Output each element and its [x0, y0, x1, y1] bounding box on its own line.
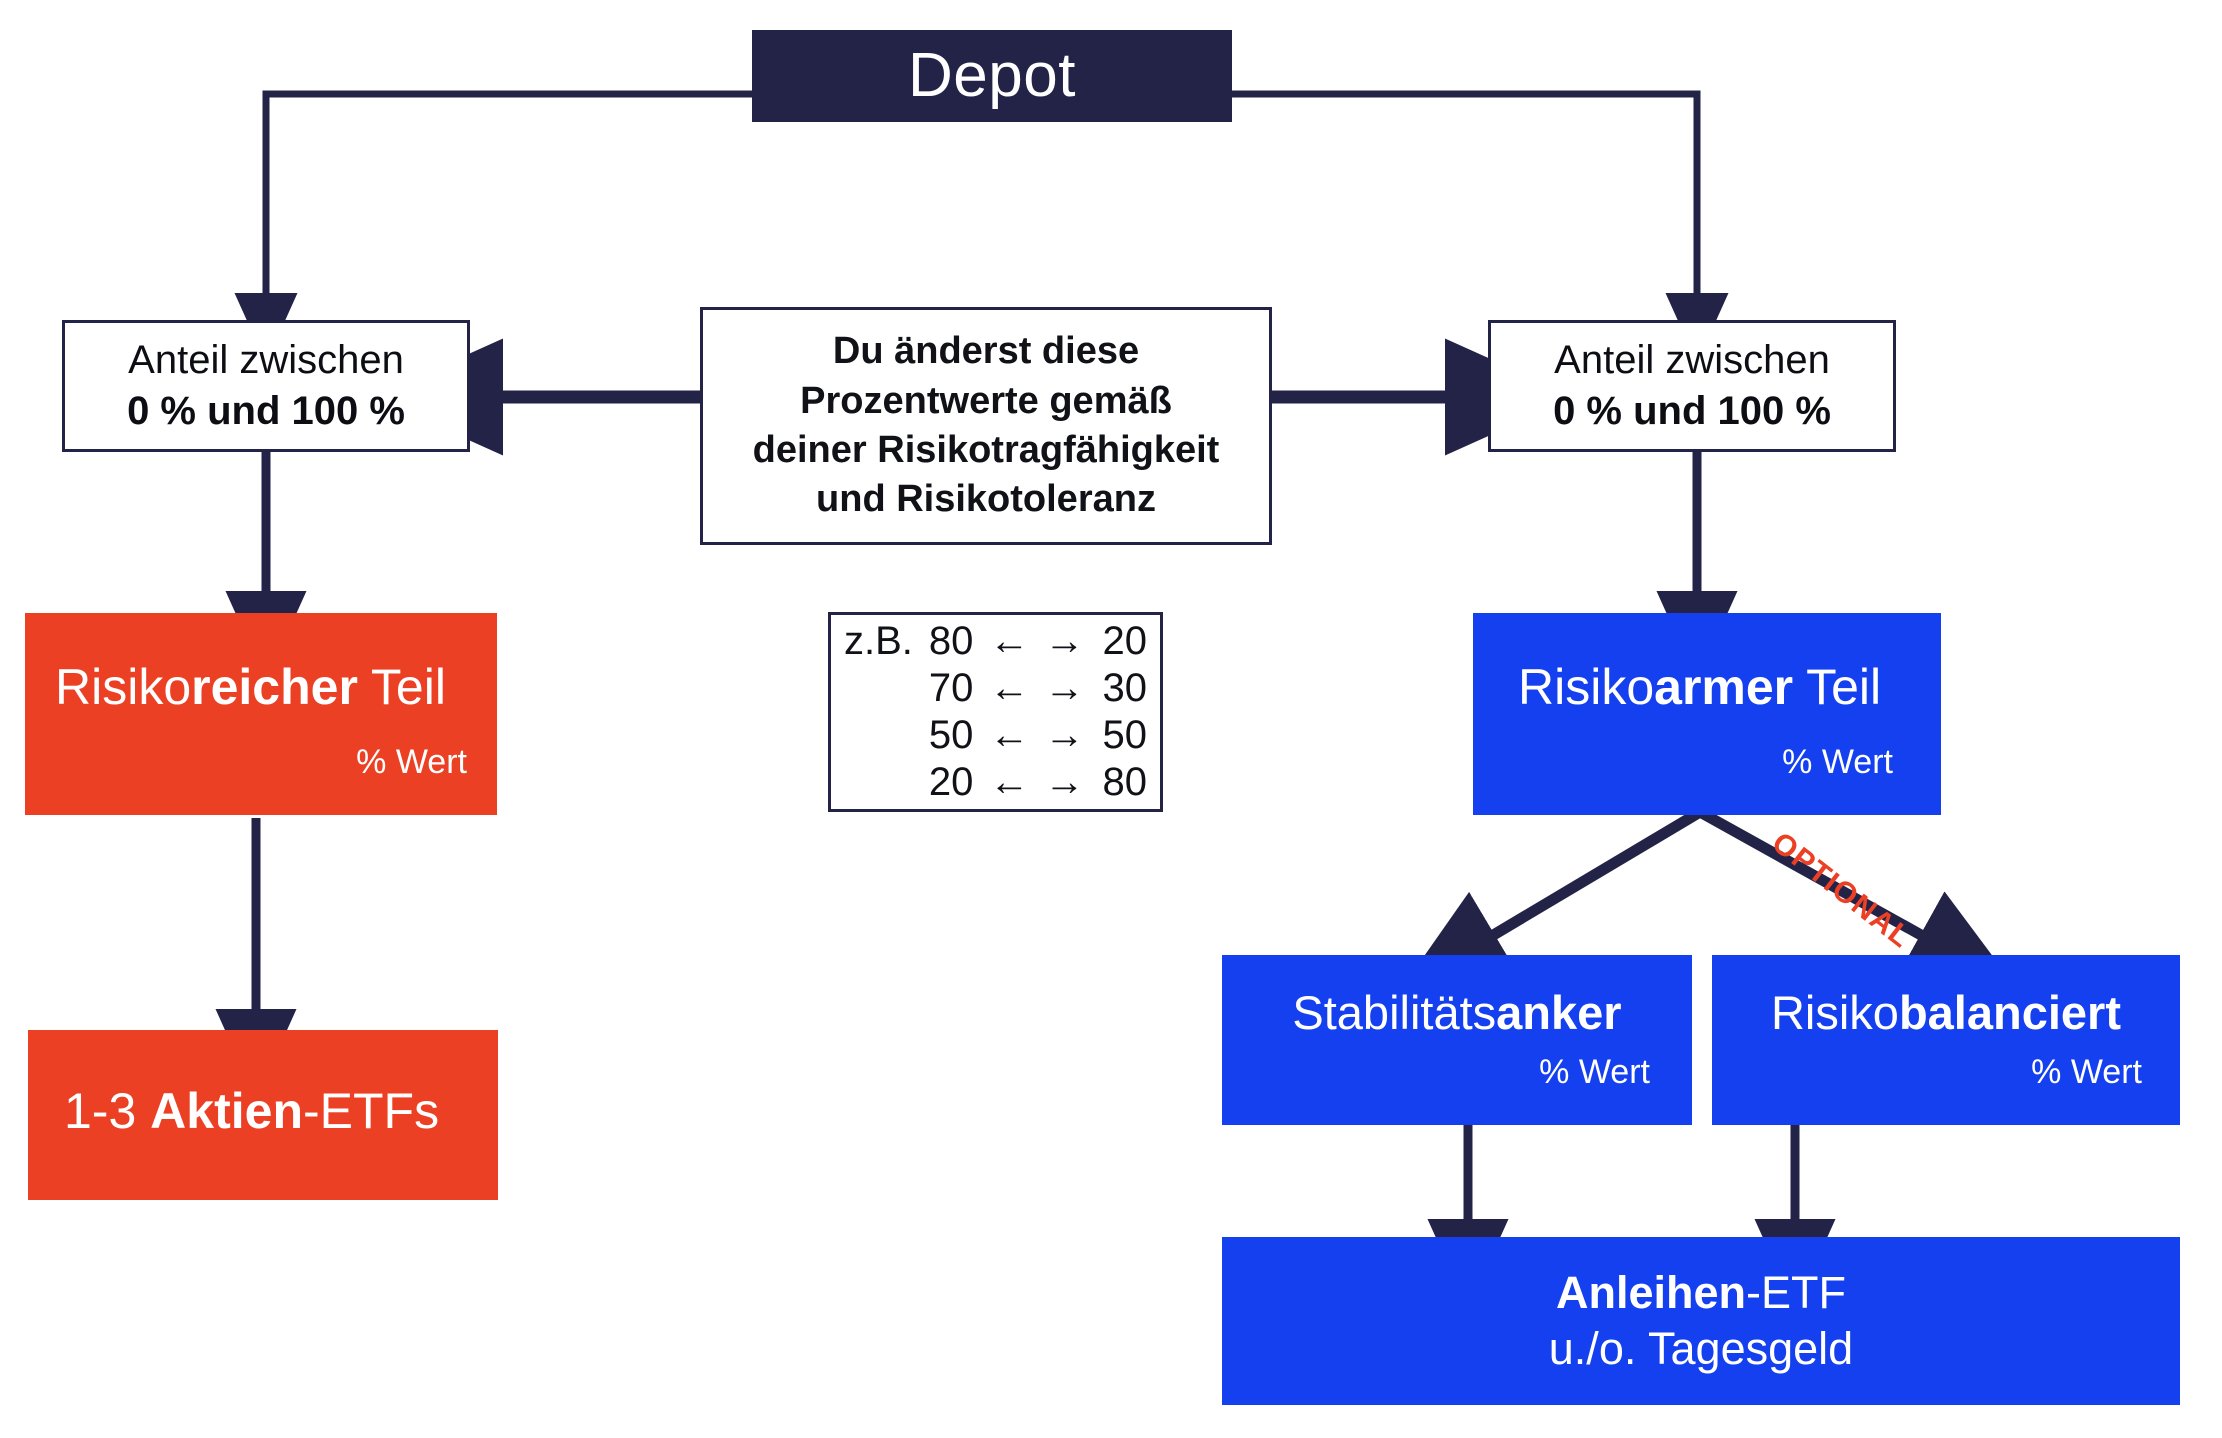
- examples-row-3-right: 80: [1102, 760, 1148, 804]
- safe-label-prefix: Risiko: [1518, 659, 1655, 715]
- bonds-line-1: Anleihen-ETF: [1556, 1265, 1846, 1321]
- arrow-left-icon: ←: [989, 713, 1032, 757]
- share-left-line1: Anteil zwischen: [128, 337, 404, 382]
- risky-part-label: Risikoreicher Teil: [55, 661, 446, 714]
- equities-suffix: -ETFs: [302, 1083, 440, 1139]
- risky-part-value: % Wert: [356, 743, 467, 781]
- node-equities[interactable]: 1-3 Aktien-ETFs: [28, 1030, 498, 1200]
- node-risk-balanced[interactable]: Risikobalanciert % Wert: [1712, 955, 2180, 1125]
- risky-label-prefix: Risiko: [55, 659, 192, 715]
- examples-grid: z.B. 80 ← → 20 70 ← → 30 50 ← → 50 20 ← …: [844, 619, 1147, 805]
- arrow-left-icon: ←: [989, 666, 1032, 710]
- arrow-left-icon: ←: [989, 619, 1032, 663]
- arrow-left-icon: ←: [989, 760, 1032, 804]
- examples-row-0-arrows: ← →: [989, 619, 1086, 664]
- wire-depot-to-left: [234, 90, 755, 363]
- examples-row-3-arrows: ← →: [989, 760, 1086, 805]
- equities-bold: Aktien: [150, 1083, 303, 1139]
- optional-badge: OPTIONAL: [1765, 826, 1918, 955]
- examples-row-2-right: 50: [1102, 713, 1148, 757]
- node-share-right[interactable]: Anteil zwischen 0 % und 100 %: [1488, 320, 1896, 452]
- examples-row-0-left: 80: [928, 619, 974, 663]
- anchor-label-prefix: Stabilitäts: [1292, 986, 1497, 1039]
- bonds-line1-bold: Anleihen: [1555, 1266, 1747, 1318]
- node-stability-anchor[interactable]: Stabilitätsanker % Wert: [1222, 955, 1692, 1125]
- safe-label-bold: armer: [1654, 659, 1794, 715]
- balanced-label-prefix: Risiko: [1770, 986, 1899, 1039]
- balanced-label: Risikobalanciert: [1712, 988, 2180, 1037]
- anchor-value: % Wert: [1539, 1053, 1650, 1091]
- arrow-right-icon: →: [1044, 666, 1087, 710]
- note-line-3: deiner Risikotragfähigkeit: [752, 429, 1220, 471]
- safe-part-label: Risikoarmer Teil: [1518, 661, 1881, 714]
- arrow-right-icon: →: [1044, 713, 1087, 757]
- node-examples[interactable]: z.B. 80 ← → 20 70 ← → 30 50 ← → 50 20 ← …: [828, 612, 1163, 812]
- share-right-line2: 0 % und 100 %: [1553, 389, 1831, 433]
- balanced-value: % Wert: [2031, 1053, 2142, 1091]
- node-bonds[interactable]: Anleihen-ETF u./o. Tagesgeld: [1222, 1237, 2180, 1405]
- equities-label: 1-3 Aktien-ETFs: [64, 1085, 439, 1138]
- arrow-right-icon: →: [1044, 619, 1087, 663]
- wire-safe-to-anchor: [1399, 807, 1703, 991]
- examples-row-3-left: 20: [928, 760, 974, 804]
- node-share-left[interactable]: Anteil zwischen 0 % und 100 %: [62, 320, 470, 452]
- node-safe-part[interactable]: Risikoarmer Teil % Wert: [1473, 613, 1941, 815]
- node-depot[interactable]: Depot: [752, 30, 1232, 122]
- anchor-label-bold: anker: [1496, 986, 1622, 1039]
- anchor-label: Stabilitätsanker: [1222, 988, 1692, 1037]
- bonds-line-2: u./o. Tagesgeld: [1548, 1323, 1854, 1374]
- risky-label-bold: reicher: [191, 659, 358, 715]
- arrow-right-icon: →: [1044, 760, 1087, 804]
- examples-lead: z.B.: [843, 619, 913, 663]
- share-left-line2: 0 % und 100 %: [127, 389, 405, 433]
- examples-row-1-left: 70: [928, 666, 974, 710]
- examples-row-1-right: 30: [1102, 666, 1148, 710]
- examples-row-1-arrows: ← →: [989, 666, 1086, 711]
- share-right-line1: Anteil zwischen: [1554, 337, 1830, 382]
- bonds-line1-suffix: -ETF: [1746, 1266, 1846, 1318]
- examples-row-2-left: 50: [928, 713, 974, 757]
- note-line-4: und Risikotoleranz: [816, 478, 1156, 521]
- equities-prefix: 1-3: [64, 1083, 151, 1139]
- examples-row-2-arrows: ← →: [989, 713, 1086, 758]
- note-line-1: Du änderst diese: [832, 330, 1140, 373]
- note-line-2: Prozentwerte gemäß: [800, 379, 1172, 422]
- wire-depot-to-right: [1230, 90, 1729, 363]
- depot-label: Depot: [908, 41, 1076, 110]
- balanced-label-bold: balanciert: [1898, 986, 2121, 1039]
- node-note[interactable]: Du änderst diese Prozentwerte gemäß dein…: [700, 307, 1272, 545]
- examples-row-0-right: 20: [1102, 619, 1148, 663]
- risky-label-suffix: Teil: [357, 659, 446, 715]
- safe-label-suffix: Teil: [1793, 659, 1882, 715]
- safe-part-value: % Wert: [1782, 743, 1893, 781]
- node-risky-part[interactable]: Risikoreicher Teil % Wert: [25, 613, 497, 815]
